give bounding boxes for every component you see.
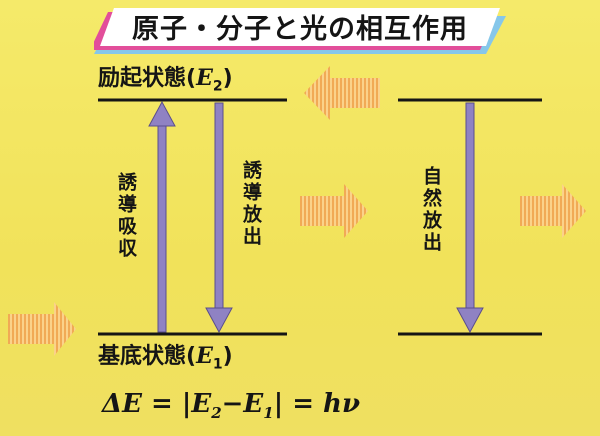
spontaneous-emission-label: 自然放出 [420,166,442,254]
title-banner: 原子・分子と光の相互作用 [94,8,506,54]
light-arrow-into-excited [304,66,380,120]
stimulated-absorption-label: 誘導吸収 [115,172,137,260]
ground-state-subscript: 1 [212,356,223,373]
formula-lhs: ΔE [102,389,142,419]
light-arrow-spontaneous-out [520,184,586,238]
formula-eq2: | = [273,389,324,419]
formula-minus: − [221,389,244,419]
ground-state-symbol: E [196,343,213,369]
absorption-arrow [148,100,176,333]
light-arrow-incoming-left [8,302,76,356]
formula-e1-sub: 1 [263,404,274,423]
light-arrow-stimulated-out [300,184,368,238]
formula-rhs: hν [323,389,360,419]
page-title: 原子・分子と光の相互作用 [132,14,468,45]
stimulated-emission-arrow [205,102,233,334]
spontaneous-emission-arrow [456,102,484,334]
formula-e2-sub: 2 [211,404,222,423]
stimulated-emission-label: 誘導放出 [240,160,262,248]
ground-state-name: 基底状態 [98,344,187,369]
excited-state-name: 励起状態 [98,66,187,91]
formula-e2: E [191,389,212,419]
excited-state-label: 励起状態(E2) [98,65,233,95]
ground-state-label: 基底状態(E1) [98,343,233,373]
excited-state-subscript: 2 [212,78,223,95]
excited-state-symbol: E [196,65,213,91]
formula-eq1: = | [142,389,192,419]
energy-formula: ΔE = |E2−E1| = hν [102,384,360,433]
formula-e1: E [243,389,264,419]
